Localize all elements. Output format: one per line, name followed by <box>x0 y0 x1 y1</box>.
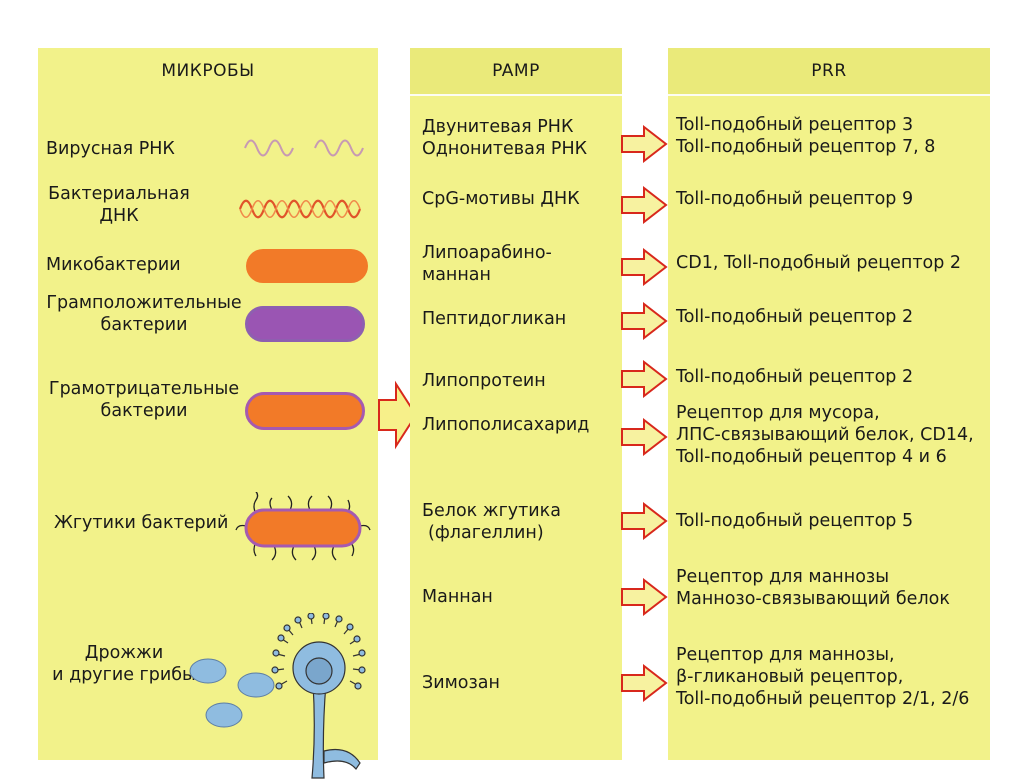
prr-column: PRR Toll-подобный рецептор 3 Toll-подобн… <box>668 48 990 760</box>
pamp-header: PAMP <box>410 48 622 96</box>
pamp-flagellin: Белок жгутика (флагеллин) <box>422 501 561 543</box>
viral-rna-label: Вирусная РНК <box>46 139 175 159</box>
gram-positive-label: Грамположительные бактерии <box>46 293 242 335</box>
bacterial-dna-label: Бактериальная ДНК <box>48 184 190 226</box>
arrow-row-3 <box>621 248 668 286</box>
arrow-row-9 <box>621 664 668 702</box>
pamp-mannan: Маннан <box>422 587 493 607</box>
prr-lps-receptors: Рецептор для мусора, ЛПС-связывающий бел… <box>676 403 974 467</box>
arrow-row-5 <box>621 360 668 398</box>
prr-cd1-tlr2: CD1, Toll-подобный рецептор 2 <box>676 253 962 273</box>
prr-mannose-receptors: Рецептор для маннозы Маннозо-связывающий… <box>676 567 950 609</box>
mycobacteria-label: Микобактерии <box>46 255 181 275</box>
pamp-lipoarabinomannan: Липоарабино- маннан <box>422 243 552 285</box>
prr-tlr2-lipoprotein: Toll-подобный рецептор 2 <box>676 367 914 387</box>
bacterial-dna-icon <box>238 199 362 219</box>
pamp-lps: Липополисахарид <box>422 415 590 435</box>
viral-rna-icon <box>244 139 364 157</box>
arrow-row-8 <box>621 578 668 616</box>
arrow-row-6 <box>621 418 668 456</box>
gram-negative-shape <box>245 392 365 430</box>
prr-header: PRR <box>668 48 990 96</box>
fungi-label: Дрожжи и другие грибы <box>52 643 196 685</box>
flagella-label: Жгутики бактерий <box>54 513 229 533</box>
microbes-to-pamp-arrow <box>378 380 418 450</box>
mycobacterium-shape <box>246 249 368 283</box>
microbes-column: МИКРОБЫ Вирусная РНК Бактериальная ДНК М… <box>38 48 378 779</box>
arrow-row-2 <box>621 186 668 224</box>
prr-zymosan-receptors: Рецептор для маннозы, β-гликановый рецеп… <box>676 645 970 709</box>
gram-negative-label: Грамотрицательные бактерии <box>48 379 240 421</box>
flagellated-bacterium-icon <box>235 492 371 561</box>
prr-tlr9: Toll-подобный рецептор 9 <box>676 189 914 209</box>
arrow-row-1 <box>621 125 668 163</box>
pamp-peptidoglycan: Пептидогликан <box>422 309 567 329</box>
prr-tlr3-tlr78: Toll-подобный рецептор 3 Toll-подобный р… <box>676 115 936 157</box>
gram-positive-shape <box>245 306 365 342</box>
pamp-cpg: CpG-мотивы ДНК <box>422 189 580 209</box>
pamp-zymosan: Зимозан <box>422 673 500 693</box>
pamp-rna: Двунитевая РНК Однонитевая РНК <box>422 117 588 159</box>
microbes-header: МИКРОБЫ <box>161 61 255 81</box>
prr-tlr5: Toll-подобный рецептор 5 <box>676 511 914 531</box>
prr-tlr2-peptidoglycan: Toll-подобный рецептор 2 <box>676 307 914 327</box>
pamp-lipoprotein: Липопротеин <box>422 371 546 391</box>
arrow-row-7 <box>621 502 668 540</box>
arrow-row-4 <box>621 302 668 340</box>
pamp-column: PAMP Двунитевая РНК Однонитевая РНК CpG-… <box>410 48 622 760</box>
yeast-fungi-icon <box>189 613 366 779</box>
